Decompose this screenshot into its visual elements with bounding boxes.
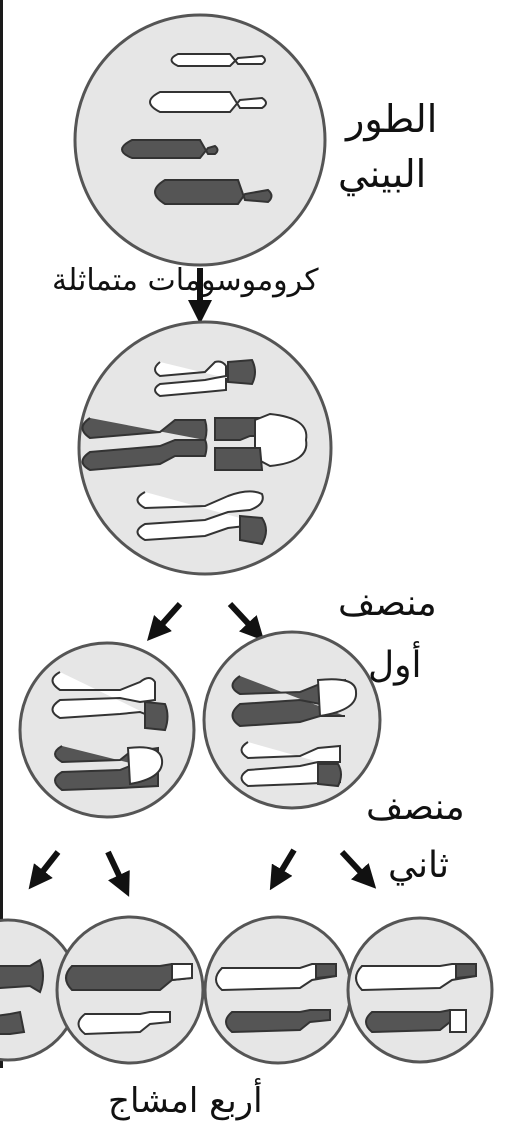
interphase-label-line2: البيني [338, 155, 426, 193]
chromosome-centromere-dark [240, 516, 266, 544]
meiosis1-label-line2: أول [368, 648, 422, 684]
meiosis1-left-cell [20, 643, 194, 817]
homologous-chromosomes-label: كروموسومات متماثلة [52, 266, 318, 296]
gamete-cell [57, 917, 203, 1063]
chromosome-centromere-dark [228, 360, 255, 384]
meiosis2-label-line2: ثاني [388, 848, 449, 884]
gamete-cell [348, 918, 492, 1062]
gamete-cell [205, 917, 351, 1063]
meiosis2-label-line1: منصف [366, 790, 465, 826]
arrow-to-gamete-2 [108, 852, 124, 886]
interphase-cell [75, 15, 325, 265]
chromosome-centromere-dark [318, 764, 341, 786]
chromosome-dark [215, 448, 262, 470]
meiosis1-label-line1: منصف [338, 586, 437, 622]
arrow-to-gamete-1 [36, 852, 58, 880]
meiosis1-right-cell [204, 632, 380, 808]
four-gametes-label: أربع امشاج [108, 1084, 263, 1118]
chromosome-centromere-dark [145, 702, 168, 730]
arrow-to-left-cell [155, 604, 180, 632]
arrow-to-right-cell [230, 604, 256, 632]
arrow-to-gamete-4 [342, 852, 368, 880]
arrow-to-gamete-3 [276, 850, 294, 880]
interphase-label-line1: الطور [346, 100, 437, 138]
chromosome-light [255, 414, 306, 466]
prophase-cell [79, 322, 331, 574]
